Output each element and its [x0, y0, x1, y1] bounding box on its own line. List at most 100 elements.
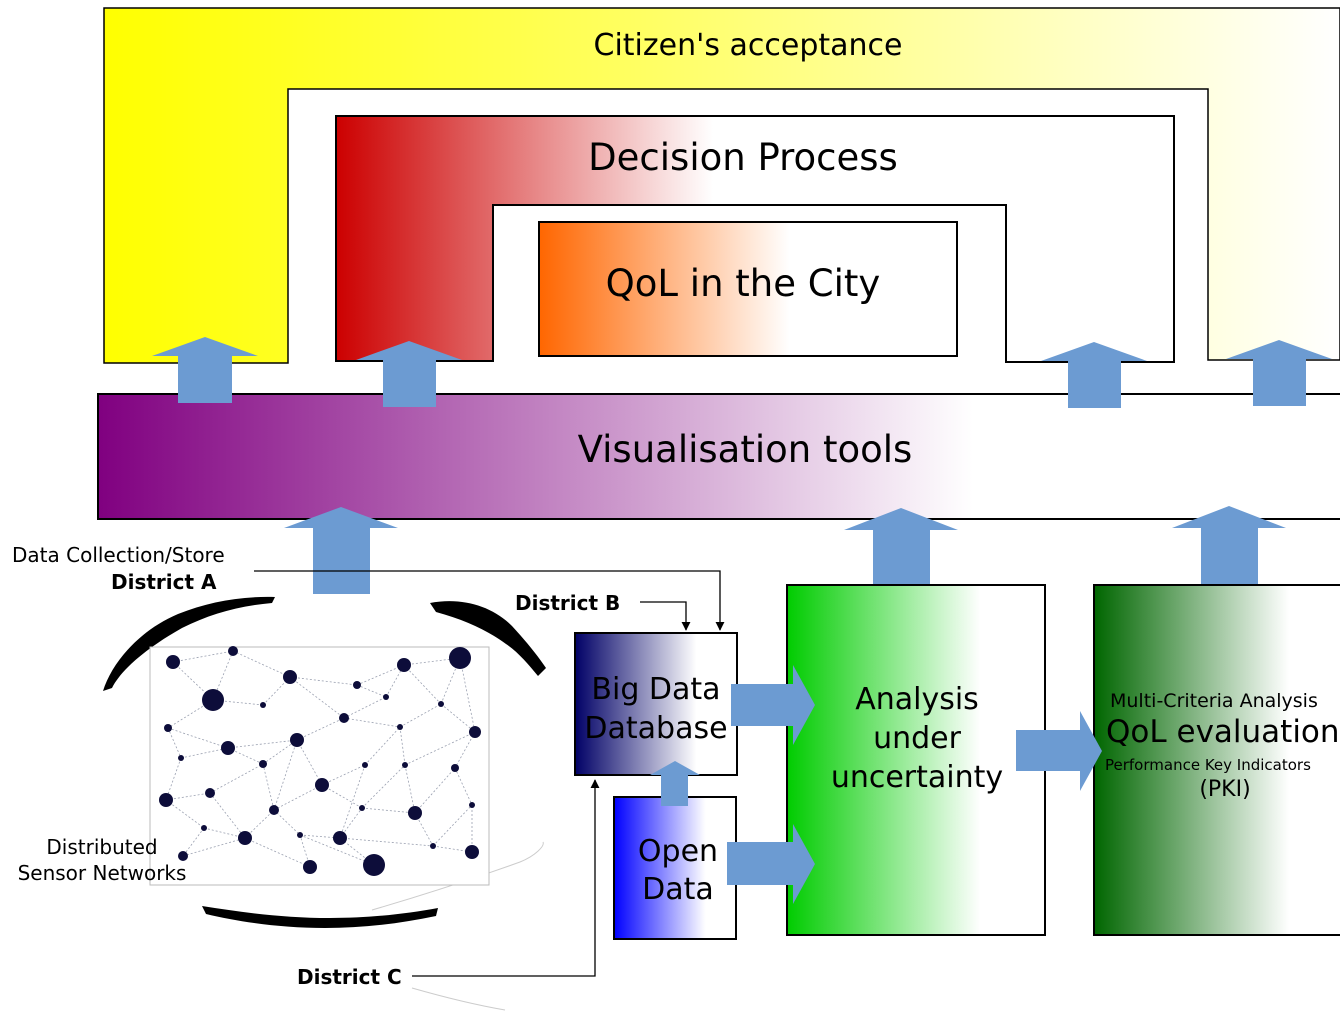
network-node: [201, 825, 207, 831]
network-edge: [454, 767, 473, 806]
big-data-box: [574, 632, 738, 776]
open-data-label-line1: Open: [637, 834, 719, 869]
network-node: [159, 793, 173, 807]
qol-eval-sub-label: Performance Key Indicators: [1105, 756, 1311, 774]
network-node: [359, 805, 365, 811]
big-data-label-line2: Database: [584, 711, 728, 746]
network-node: [397, 724, 403, 730]
up-arrow-7: [1172, 506, 1286, 595]
network-node: [397, 658, 411, 672]
network-edge: [404, 764, 416, 814]
network-edge: [356, 664, 405, 686]
network-node: [451, 764, 459, 772]
analysis-label-line2: under: [873, 721, 961, 756]
network-edge: [356, 684, 387, 698]
data-collection-label: Data Collection/Store: [12, 543, 225, 567]
network-edge: [364, 726, 401, 766]
network-edge: [167, 727, 182, 759]
brush-stroke-top-left: [103, 596, 275, 691]
network-node: [303, 860, 317, 874]
network-node: [469, 802, 475, 808]
network-node: [449, 647, 471, 669]
sensor-networks-label-line1: Distributed: [46, 835, 158, 859]
network-node: [362, 762, 368, 768]
network-edge: [299, 834, 375, 866]
network-node: [430, 843, 436, 849]
brush-stroke-white-bottom: [371, 841, 544, 911]
network-node: [164, 724, 172, 732]
up-arrow-3: [1041, 342, 1147, 408]
connector-district-a: [254, 570, 725, 631]
network-node: [178, 755, 184, 761]
network-node: [205, 788, 215, 798]
qol-evaluation-box: [1093, 584, 1340, 936]
network-edge: [182, 837, 246, 857]
connector-district-c: [412, 779, 600, 977]
network-edge: [339, 837, 434, 847]
network-node: [178, 851, 188, 861]
network-edge: [262, 739, 298, 765]
sensor-network-nodes: [159, 646, 481, 876]
network-node: [269, 805, 279, 815]
network-edge: [227, 747, 264, 765]
network-node: [260, 702, 266, 708]
network-edge: [167, 727, 229, 749]
network-edge: [203, 827, 246, 839]
sensor-network-edges: [165, 650, 476, 868]
qol-city-label: QoL in the City: [605, 262, 881, 305]
up-arrow-5: [284, 507, 398, 594]
network-edge: [440, 703, 476, 733]
network-node: [469, 726, 481, 738]
network-node: [353, 681, 361, 689]
brush-stroke-top-right: [430, 601, 546, 676]
network-edge: [165, 757, 182, 801]
analysis-label-line1: Analysis: [855, 682, 979, 717]
brush-stroke-bottom: [202, 906, 438, 928]
network-edge: [339, 837, 375, 866]
network-edge: [343, 717, 401, 728]
network-edge: [165, 792, 211, 801]
right-arrow-analysis: [1016, 711, 1102, 791]
network-node: [290, 733, 304, 747]
open-data-label-line2: Data: [642, 872, 714, 907]
network-edge: [403, 664, 442, 705]
open-data-box: [613, 796, 737, 940]
network-node: [402, 762, 408, 768]
network-node: [363, 854, 385, 876]
network-node: [202, 689, 224, 711]
qol-eval-top-label: Multi-Criteria Analysis: [1110, 690, 1318, 712]
network-node: [315, 778, 329, 792]
network-edge: [209, 792, 246, 839]
network-edge: [180, 747, 229, 759]
decision-process-label: Decision Process: [588, 136, 898, 179]
network-edge: [289, 676, 358, 686]
visualisation-bar: [97, 393, 1340, 520]
visualisation-label: Visualisation tools: [577, 428, 913, 471]
network-edge: [296, 717, 345, 741]
network-edge: [244, 809, 275, 839]
network-node: [221, 741, 235, 755]
network-node: [465, 845, 479, 859]
network-node: [228, 646, 238, 656]
network-node: [408, 806, 422, 820]
sensor-networks-label-line2: Sensor Networks: [17, 861, 187, 885]
network-edge: [273, 784, 323, 811]
network-node: [283, 670, 297, 684]
network-node: [259, 760, 267, 768]
up-arrow-opendata: [650, 761, 700, 806]
citizens-acceptance-label: Citizen's acceptance: [593, 28, 903, 63]
network-edge: [339, 764, 366, 839]
network-node: [339, 713, 349, 723]
district-a-label: District A: [111, 570, 217, 594]
network-node: [238, 831, 252, 845]
qol-eval-abbr-label: (PKI): [1199, 777, 1251, 802]
network-edge: [459, 657, 476, 733]
network-edge: [232, 650, 291, 678]
network-node: [166, 655, 180, 669]
network-edge: [273, 739, 298, 811]
network-edge: [454, 731, 476, 769]
network-edge: [296, 739, 323, 786]
network-edge: [403, 657, 461, 666]
connector-district-b: [640, 601, 691, 631]
